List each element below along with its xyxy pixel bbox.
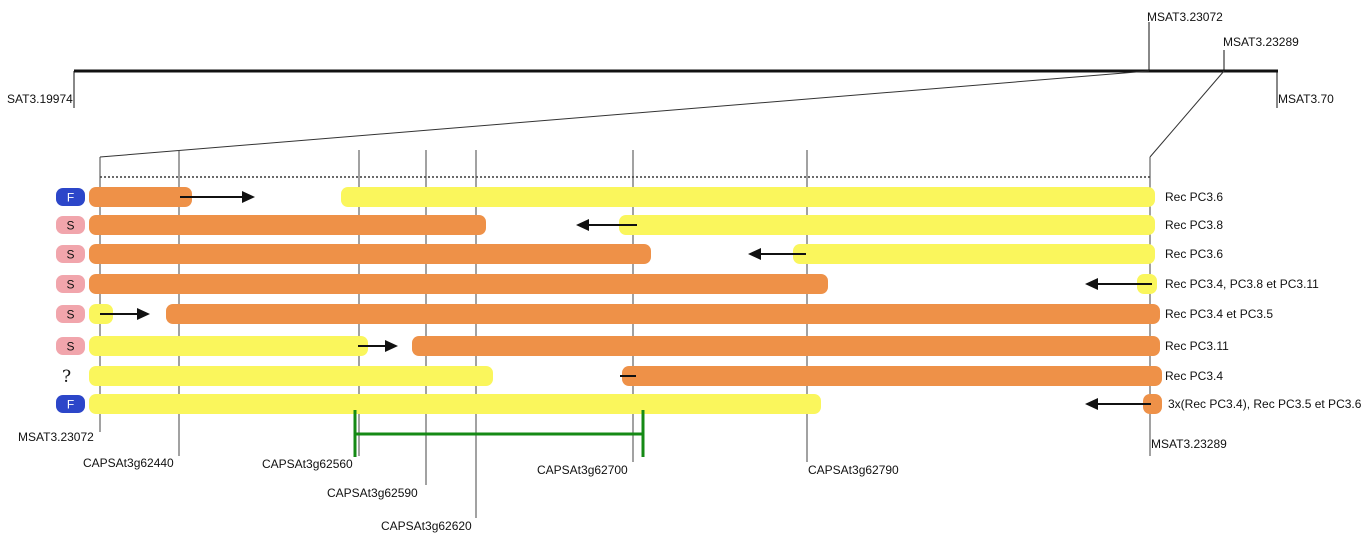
zoom-left-line — [99, 70, 1150, 158]
top-map: SAT3.19974 MSAT3.70 MSAT3.23072 MSAT3.23… — [7, 10, 1334, 108]
recombinant-row: S Rec PC3.4, PC3.8 et PC3.11 — [56, 274, 1319, 294]
marker-label-capsat-62620: CAPSAt3g62620 — [381, 519, 472, 533]
recombinant-row: S Rec PC3.4 et PC3.5 — [56, 304, 1273, 324]
segment-orange — [89, 244, 651, 264]
recombinant-row: F Rec PC3.6 — [56, 187, 1223, 207]
marker-label-capsat-62560: CAPSAt3g62560 — [262, 457, 353, 471]
phenotype-badge-f — [56, 188, 85, 206]
recombination-arrow-head — [1085, 398, 1098, 410]
phenotype-badge-label: F — [67, 191, 74, 205]
recombinant-row: S Rec PC3.11 — [56, 336, 1229, 356]
candidate-interval — [353, 410, 645, 457]
marker-label-right-end: MSAT3.23289 — [1151, 437, 1227, 451]
recombinant-row: ? Rec PC3.4 — [62, 366, 1223, 387]
recombination-arrow-head — [385, 340, 398, 352]
segment-orange — [89, 274, 828, 294]
segment-orange — [89, 215, 486, 235]
zoom-connectors — [99, 70, 1225, 158]
phenotype-unknown: ? — [62, 367, 71, 387]
phenotype-badge-label: S — [66, 308, 74, 322]
marker-label-capsat-62590: CAPSAt3g62590 — [327, 486, 418, 500]
phenotype-badge-f — [56, 395, 85, 413]
recombination-arrow-head — [242, 191, 255, 203]
marker-label-left-end: MSAT3.23072 — [18, 430, 94, 444]
segment-yellow — [89, 394, 821, 414]
top-left-marker-label: SAT3.19974 — [7, 92, 73, 106]
segment-orange — [166, 304, 1160, 324]
phenotype-badge-s — [56, 245, 85, 263]
zoom-right-line — [1149, 70, 1225, 158]
row-label: Rec PC3.6 — [1165, 247, 1223, 261]
phenotype-badge-label: S — [66, 278, 74, 292]
recombination-arrow-head — [576, 219, 589, 231]
segment-yellow — [89, 336, 368, 356]
segment-orange — [1143, 394, 1162, 414]
segment-yellow — [793, 244, 1155, 264]
phenotype-badge-s — [56, 305, 85, 323]
segment-orange — [412, 336, 1160, 356]
segment-orange — [622, 366, 1162, 386]
phenotype-badge-label: S — [66, 340, 74, 354]
phenotype-badge-s — [56, 337, 85, 355]
top-upper-marker-2-label: MSAT3.23289 — [1223, 35, 1299, 49]
phenotype-badge-s — [56, 216, 85, 234]
phenotype-badge-label: S — [66, 248, 74, 262]
segment-yellow — [341, 187, 1155, 207]
recombinant-row: S Rec PC3.6 — [56, 244, 1223, 264]
marker-labels: MSAT3.23072 MSAT3.23289 CAPSAt3g62440 CA… — [18, 430, 1227, 533]
row-label: 3x(Rec PC3.4), Rec PC3.5 et PC3.6 — [1168, 397, 1362, 411]
recombination-arrow-head — [748, 248, 761, 260]
marker-label-capsat-62790: CAPSAt3g62790 — [808, 463, 899, 477]
phenotype-badge-label: F — [67, 398, 74, 412]
row-label: Rec PC3.4, PC3.8 et PC3.11 — [1165, 277, 1319, 291]
recombination-arrow-head — [137, 308, 150, 320]
recombinant-row: S Rec PC3.8 — [56, 215, 1223, 235]
recombination-arrow-head — [1085, 278, 1098, 290]
marker-label-capsat-62440: CAPSAt3g62440 — [83, 456, 174, 470]
row-label: Rec PC3.11 — [1165, 339, 1229, 353]
row-label: Rec PC3.4 et PC3.5 — [1165, 307, 1273, 321]
row-label: Rec PC3.6 — [1165, 190, 1223, 204]
top-upper-marker-1-label: MSAT3.23072 — [1147, 10, 1223, 24]
row-label: Rec PC3.8 — [1165, 218, 1223, 232]
segment-orange — [89, 187, 192, 207]
top-right-marker-label: MSAT3.70 — [1278, 92, 1334, 106]
row-label: Rec PC3.4 — [1165, 369, 1223, 383]
recombinant-row: F 3x(Rec PC3.4), Rec PC3.5 et PC3.6 — [56, 394, 1362, 414]
phenotype-badge-s — [56, 275, 85, 293]
phenotype-badge-label: S — [66, 219, 74, 233]
segment-yellow — [89, 366, 493, 386]
segment-yellow — [619, 215, 1155, 235]
marker-label-capsat-62700: CAPSAt3g62700 — [537, 463, 628, 477]
